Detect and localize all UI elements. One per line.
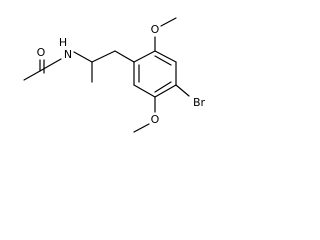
- amide-nitrogen-label: N: [64, 48, 72, 61]
- ring-bond-2: [154, 50, 177, 63]
- methoxy-oxygen-top-label: O: [151, 23, 160, 36]
- ring-bond-4: [154, 84, 177, 98]
- ring-double-bond-a: [154, 55, 172, 66]
- ring-double-bond-b: [154, 81, 172, 93]
- bond-methoxy-oxygen-to-methyl-bottom: [133, 123, 150, 133]
- ring-bond-1: [133, 50, 156, 63]
- bond-acetyl-methyl: [23, 70, 41, 81]
- bond-ch2-to-ring: [114, 50, 135, 63]
- bond-ring-to-bromine: [175, 84, 190, 97]
- bond-ch-to-ch2: [91, 50, 116, 63]
- methoxy-oxygen-bottom-label: O: [151, 113, 160, 126]
- bromine-label: Br: [193, 96, 206, 109]
- molecule-drawing: O H N O Br O: [23, 17, 206, 133]
- ring-bond-5: [133, 84, 156, 98]
- bond-carbonyl-to-nitrogen: [39, 58, 62, 72]
- amide-hydrogen-label: H: [59, 36, 67, 49]
- bond-nitrogen-to-ch: [73, 51, 93, 63]
- structure-diagram: O H N O Br O: [0, 0, 225, 161]
- bond-methoxy-oxygen-to-methyl-top: [160, 17, 177, 27]
- carbonyl-oxygen-label: O: [37, 46, 46, 59]
